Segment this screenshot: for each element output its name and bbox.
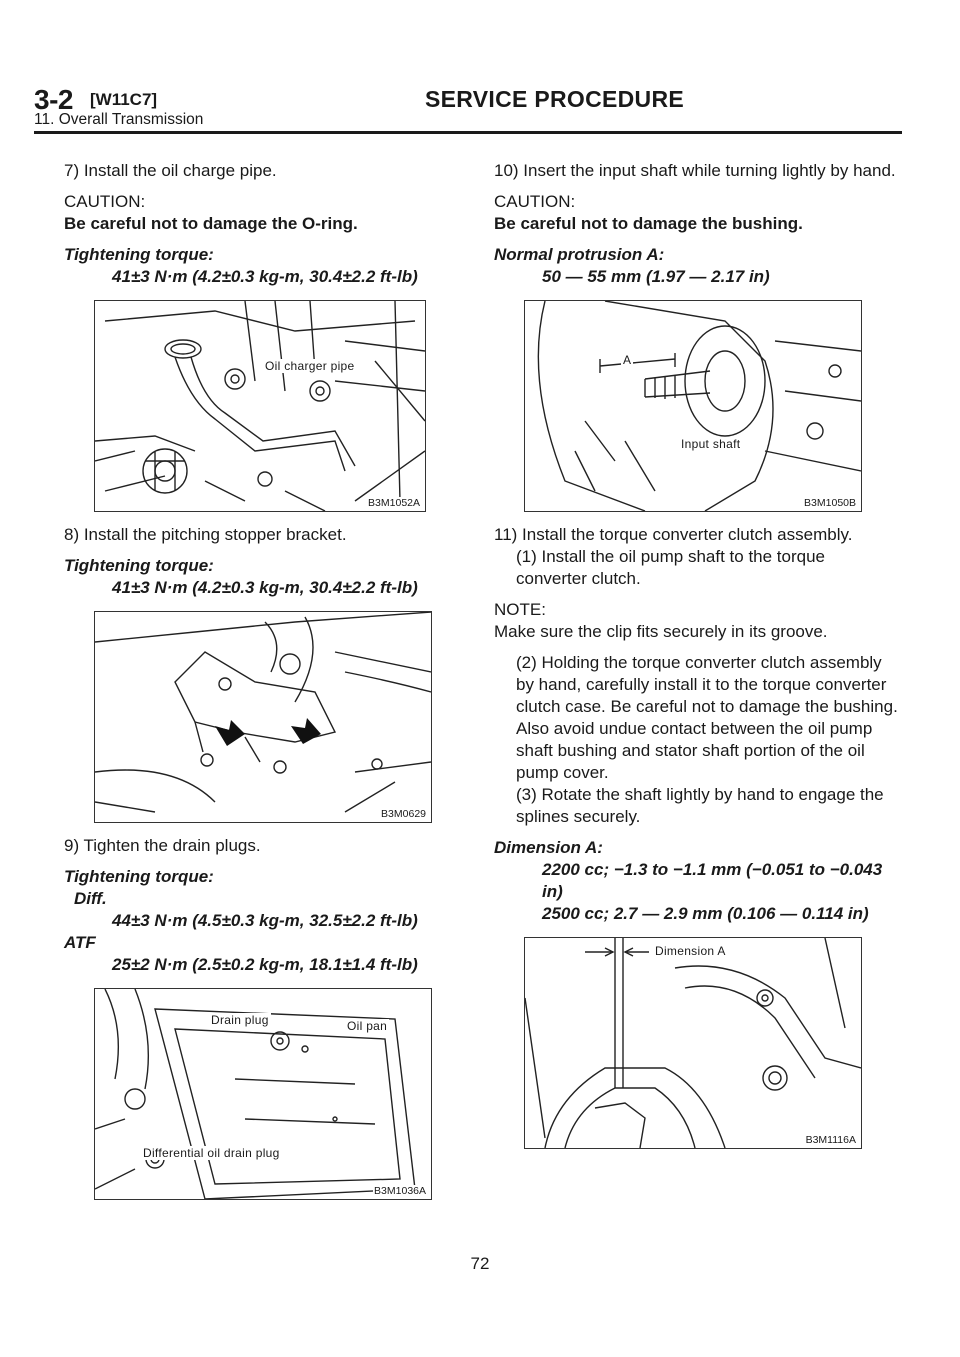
label-oil-pan: Oil pan <box>345 1019 390 1033</box>
step-7: 7) Install the oil charge pipe. <box>64 161 277 180</box>
label-dimension-a: Dimension A <box>653 944 728 958</box>
torque-value: 41±3 N·m (4.2±0.3 kg-m, 30.4±2.2 ft-lb) <box>112 267 418 286</box>
dimension-label: Dimension A: <box>494 838 603 857</box>
input-shaft-illustration <box>537 301 861 511</box>
page-header: 3-2 [W11C7] SERVICE PROCEDURE 11. Overal… <box>34 84 902 134</box>
figure-code: B3M1052A <box>367 497 421 509</box>
section-number: 3-2 <box>34 84 73 115</box>
step-11-2: (2) Holding the torque converter clutch … <box>516 653 898 782</box>
figure-oil-charge-pipe: Oil charger pipe B3M1052A <box>94 300 426 512</box>
page-subtitle: 11. Overall Transmission <box>34 111 204 128</box>
step-11-3: (3) Rotate the shaft lightly by hand to … <box>516 785 884 826</box>
right-column: 10) Insert the input shaft while turning… <box>494 160 900 1161</box>
diff-torque-value: 44±3 N·m (4.5±0.3 kg-m, 32.5±2.2 ft-lb) <box>112 911 418 930</box>
caution-label: CAUTION: <box>64 192 146 211</box>
label-a: A <box>621 353 634 367</box>
pitching-stopper-illustration <box>95 612 431 813</box>
note-text: Make sure the clip fits securely in its … <box>494 622 828 641</box>
step-11-1: (1) Install the oil pump shaft to the to… <box>516 547 826 588</box>
step-10: 10) Insert the input shaft while turning… <box>494 161 896 180</box>
label-oil-charger-pipe: Oil charger pipe <box>263 359 357 373</box>
torque-value: 41±3 N·m (4.2±0.3 kg-m, 30.4±2.2 ft-lb) <box>112 578 418 597</box>
label-drain-plug: Drain plug <box>209 1013 271 1027</box>
figure-drain-plugs: Drain plug Oil pan Differential oil drai… <box>94 988 432 1200</box>
dimension-a-illustration <box>525 938 861 1148</box>
figure-code: B3M1116A <box>804 1134 857 1146</box>
figure-code: B3M1036A <box>373 1185 427 1197</box>
left-column: 7) Install the oil charge pipe. CAUTION:… <box>64 160 466 1212</box>
torque-label: Tightening torque: <box>64 245 214 264</box>
note-label: NOTE: <box>494 600 546 619</box>
caution-text: Be careful not to damage the O-ring. <box>64 214 358 233</box>
label-input-shaft: Input shaft <box>679 437 743 451</box>
atf-label: ATF <box>64 933 96 952</box>
section-code: [W11C7] <box>90 90 158 109</box>
torque-label: Tightening torque: <box>64 867 214 886</box>
header-rule <box>34 131 902 134</box>
caution-text: Be careful not to damage the bushing. <box>494 214 803 233</box>
label-differential-oil-drain-plug: Differential oil drain plug <box>141 1146 282 1160</box>
step-8: 8) Install the pitching stopper bracket. <box>64 525 347 544</box>
protrusion-value: 50 — 55 mm (1.97 — 2.17 in) <box>542 267 770 286</box>
dimension-value-2500: 2500 cc; 2.7 — 2.9 mm (0.106 — 0.114 in) <box>542 904 869 923</box>
dimension-value-2200: 2200 cc; −1.3 to −1.1 mm (−0.051 to −0.0… <box>542 860 883 901</box>
caution-label: CAUTION: <box>494 192 576 211</box>
oil-charge-pipe-illustration <box>95 301 425 511</box>
diff-label: Diff. <box>74 889 107 908</box>
page-title: SERVICE PROCEDURE <box>425 86 685 112</box>
figure-pitching-stopper: B3M0629 <box>94 611 432 823</box>
step-9: 9) Tighten the drain plugs. <box>64 836 261 855</box>
figure-input-shaft: A Input shaft B3M1050B <box>524 300 862 512</box>
torque-label: Tightening torque: <box>64 556 214 575</box>
figure-code: B3M1050B <box>803 497 857 509</box>
page-number: 72 <box>470 1254 490 1273</box>
step-11: 11) Install the torque converter clutch … <box>494 525 853 544</box>
protrusion-label: Normal protrusion A: <box>494 245 665 264</box>
figure-dimension-a: Dimension A B3M1116A <box>524 937 862 1149</box>
atf-torque-value: 25±2 N·m (2.5±0.2 kg-m, 18.1±1.4 ft-lb) <box>112 955 418 974</box>
figure-code: B3M0629 <box>380 808 427 820</box>
